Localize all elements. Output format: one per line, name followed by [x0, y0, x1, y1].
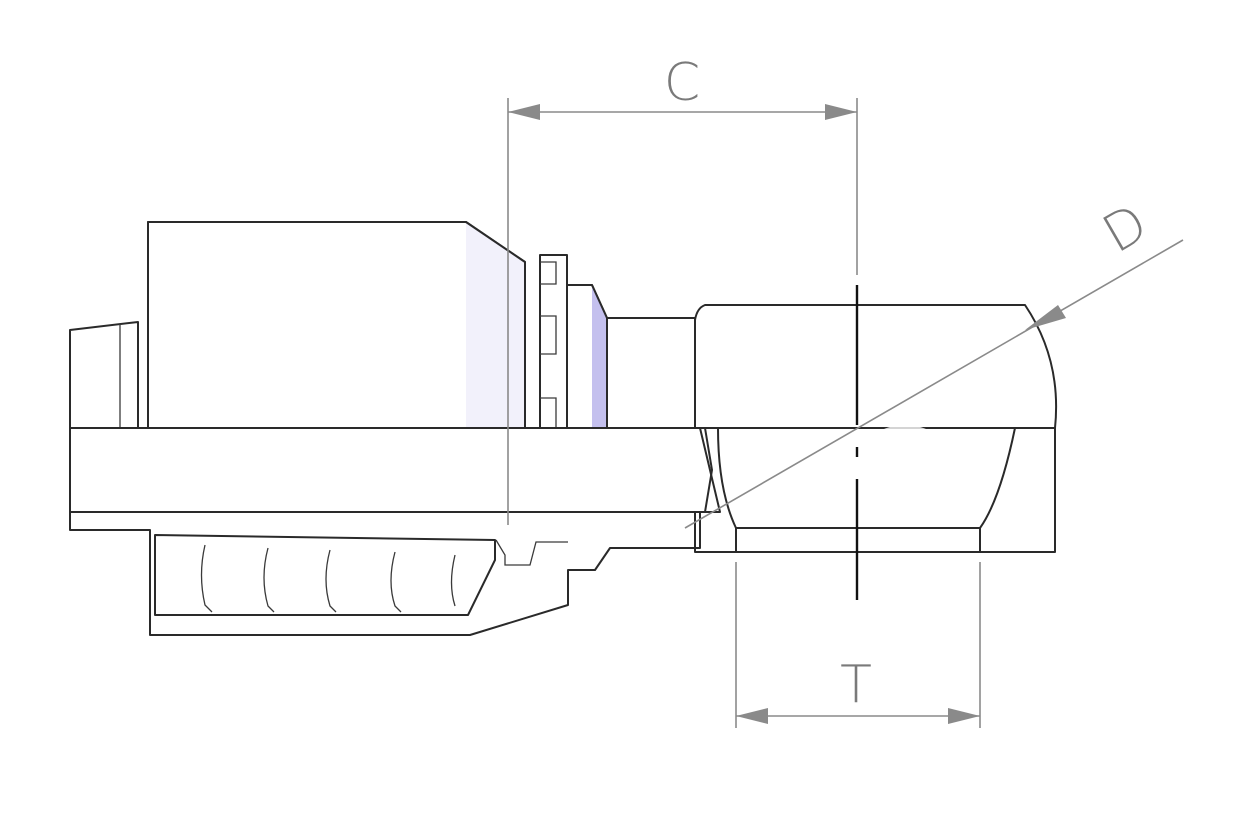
- dimension-c: C: [507, 53, 858, 525]
- eye-section: [694, 425, 1056, 553]
- section-hatch: [69, 511, 701, 636]
- ferrule-sleeve: [147, 221, 526, 429]
- neck: [606, 317, 696, 429]
- dimension-d: D: [684, 193, 1184, 529]
- banjo-eye: [694, 304, 1058, 429]
- collar-nut: [539, 254, 608, 429]
- hose-tail-end: [69, 321, 139, 429]
- dimension-c-label: C: [664, 53, 700, 113]
- dimension-d-label: D: [1093, 193, 1158, 265]
- insert-tube: [69, 427, 713, 513]
- dimension-t: T: [735, 562, 981, 728]
- dimension-t-label: T: [840, 655, 872, 715]
